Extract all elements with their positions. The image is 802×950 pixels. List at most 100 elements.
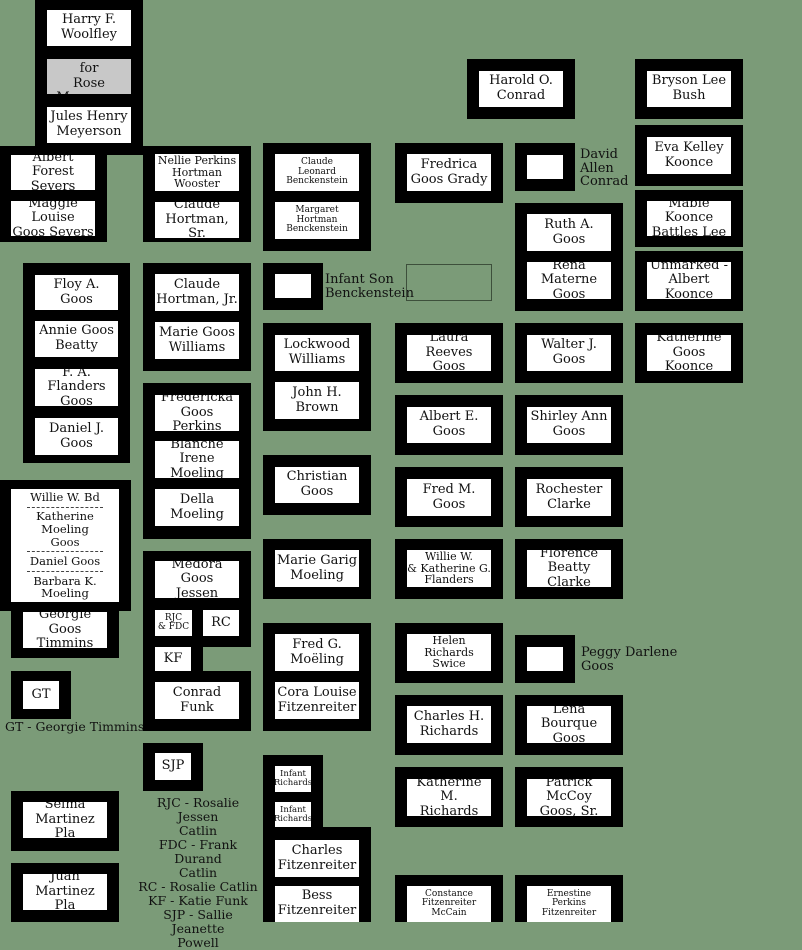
plot-walter-goos[interactable]: Walter J. Goos xyxy=(527,335,611,371)
plot-name-text: RJC & FDC xyxy=(157,612,190,632)
plot-blanche-moeling[interactable]: Blanche Irene Moeling xyxy=(155,441,239,478)
plot-kf[interactable]: KF xyxy=(155,647,191,672)
plot-bess-fitzenreiter[interactable]: Bess Fitzenreiter xyxy=(275,886,359,922)
plot-mable-koonce-battles-lee[interactable]: Mable Koonce Battles Lee xyxy=(647,201,731,236)
plot-lockwood-williams[interactable]: Lockwood Williams xyxy=(275,335,359,371)
plot-katherine-goos-koonce[interactable]: Katherine Goos Koonce xyxy=(647,335,731,371)
label-david-allen-conrad: David Allen Conrad xyxy=(580,147,629,190)
plot-name-text: Harry F. Woolfley xyxy=(61,12,117,42)
plot-name-text: Claude Hortman, Jr. xyxy=(156,276,238,307)
plot-name-text: Shirley Ann Goos xyxy=(530,409,608,439)
plot-david-conrad-blank[interactable] xyxy=(527,155,563,179)
plot-rena-materne-goos[interactable]: Rena Materne Goos xyxy=(527,262,611,299)
plot-margaret-benckenstein[interactable]: Margaret Hortman Benckenstein xyxy=(275,202,359,239)
plot-name-text: Della Moeling xyxy=(170,491,224,522)
plot-name-text: Rena Materne Goos xyxy=(540,262,598,299)
plot-claude-hortman-sr[interactable]: Claude Hortman, Sr. xyxy=(155,202,239,238)
dash-divider xyxy=(27,506,103,508)
plot-fredericka-perkins[interactable]: Fredericka Goos Perkins xyxy=(155,395,239,431)
plot-rose-meyerson-reserved[interactable]: Reserved for Rose Meyerson xyxy=(47,59,131,94)
plot-cora-fitzenreiter[interactable]: Cora Louise Fitzenreiter xyxy=(275,682,359,719)
plot-conrad-funk[interactable]: Conrad Funk xyxy=(155,682,239,719)
plot-jules-meyerson[interactable]: Jules Henry Meyerson xyxy=(47,107,131,143)
plot-juan-martinez-pla[interactable]: Juan Martinez Pla xyxy=(23,874,107,910)
plot-sjp[interactable]: SJP xyxy=(155,753,191,780)
plot-name-text: Claude Hortman, Sr. xyxy=(165,202,229,238)
plot-fred-m-goos[interactable]: Fred M. Goos xyxy=(407,479,491,516)
plot-name-text: Rochester Clarke xyxy=(535,481,603,512)
plot-name-text: Fred M. Goos xyxy=(422,481,476,512)
plot-marie-goos-williams[interactable]: Marie Goos Williams xyxy=(155,322,239,359)
plot-shirley-ann-goos[interactable]: Shirley Ann Goos xyxy=(527,407,611,443)
plot-infant-richards-1[interactable]: Infant Richards xyxy=(275,766,311,792)
plot-laura-reeves-goos[interactable]: Laura Reeves Goos xyxy=(407,335,491,371)
plot-albert-severs[interactable]: Albert Forest Severs xyxy=(11,155,95,190)
plot-name-text: Nellie Perkins Hortman Wooster xyxy=(157,154,237,191)
plot-nellie-wooster[interactable]: Nellie Perkins Hortman Wooster xyxy=(155,154,239,191)
plot-john-brown[interactable]: John H. Brown xyxy=(275,382,359,419)
plot-floy-goos[interactable]: Floy A. Goos xyxy=(35,275,118,310)
plot-name-text: Jules Henry Meyerson xyxy=(50,109,128,139)
plot-name-text: Constance Fitzenreiter McCain xyxy=(421,888,477,918)
plot-claude-hortman-jr[interactable]: Claude Hortman, Jr. xyxy=(155,274,239,311)
plot-ruth-goos[interactable]: Ruth A. Goos xyxy=(527,214,611,251)
plot-patrick-mccoy-goos[interactable]: Patrick McCoy Goos, Sr. xyxy=(527,779,611,816)
plot-fred-g-moeling[interactable]: Fred G. Moëling xyxy=(275,634,359,671)
plot-name-text: Infant Richards xyxy=(275,804,311,824)
plot-florence-beatty-clarke[interactable]: Florence Beatty Clarke xyxy=(527,550,611,587)
empty-plot-outline xyxy=(406,264,492,301)
plot-name-text: Annie Goos Beatty xyxy=(39,323,114,353)
plot-name-text: Reserved for Rose Meyerson xyxy=(56,59,121,94)
plot-woolfley[interactable]: Harry F. Woolfley xyxy=(47,10,131,46)
plot-ernestine-perkins-fitzenreiter[interactable]: Ernestine Perkins Fitzenreiter xyxy=(527,886,611,922)
dash-divider xyxy=(27,551,103,553)
plot-name-text: Floy A. Goos xyxy=(53,276,100,307)
plot-infant-richards-2[interactable]: Infant Richards xyxy=(275,802,311,828)
plot-claude-leonard-benckenstein[interactable]: Claude Leonard Benckenstein xyxy=(275,154,359,191)
plot-maggie-severs[interactable]: Maggie Louise Goos Severs xyxy=(11,201,95,236)
plot-fredrica-grady[interactable]: Fredrica Goos Grady xyxy=(407,154,491,191)
plot-flanders-goos[interactable]: F. A. Flanders Goos xyxy=(35,369,118,406)
plot-rochester-clarke[interactable]: Rochester Clarke xyxy=(527,479,611,516)
katherine-moeling-goos: Katherine Moeling Goos xyxy=(36,509,94,549)
plot-christian-goos[interactable]: Christian Goos xyxy=(275,467,359,503)
plot-unmarked-albert-koonce[interactable]: Unmarked - Albert Koonce xyxy=(647,262,731,299)
legend-funk-initials: RJC - Rosalie Jessen Catlin FDC - Frank … xyxy=(138,795,258,950)
plot-georgie-timmins[interactable]: Georgie Goos Timmins xyxy=(23,612,107,648)
plot-rjc-fdc[interactable]: RJC & FDC xyxy=(155,610,192,636)
plot-bryson-bush[interactable]: Bryson Lee Bush xyxy=(647,71,731,107)
dash-divider xyxy=(27,570,103,572)
plot-harold-conrad[interactable]: Harold O. Conrad xyxy=(479,71,563,107)
plot-willie-katherine-flanders[interactable]: Willie W. & Katherine G. Flanders xyxy=(407,550,491,587)
plot-infant-son-blank[interactable] xyxy=(275,274,311,298)
plot-helen-richards-swice[interactable]: Helen Richards Swice xyxy=(407,634,491,671)
plot-della-moeling[interactable]: Della Moeling xyxy=(155,489,239,526)
plot-name-text: Cora Louise Fitzenreiter xyxy=(277,684,357,715)
plot-constance-fitzenreiter-mccain[interactable]: Constance Fitzenreiter McCain xyxy=(407,886,491,922)
plot-name-text: Juan Martinez Pla xyxy=(35,874,95,910)
plot-annie-beatty[interactable]: Annie Goos Beatty xyxy=(35,321,118,357)
plot-name-text: Selma Martinez Pla xyxy=(35,802,95,838)
willie-bd: Willie W. Bd xyxy=(30,489,100,504)
plot-charles-fitzenreiter[interactable]: Charles Fitzenreiter xyxy=(275,840,359,877)
plot-name-text: Blanche Irene Moeling xyxy=(170,441,224,478)
plot-willie-stack[interactable]: Willie W. Bd Katherine Moeling Goos Dani… xyxy=(11,489,119,602)
plot-gt[interactable]: GT xyxy=(23,681,59,709)
plot-name-text: Laura Reeves Goos xyxy=(425,335,473,371)
plot-medora-jessen[interactable]: Medora Goos Jessen xyxy=(155,561,239,598)
plot-selma-martinez-pla[interactable]: Selma Martinez Pla xyxy=(23,802,107,838)
plot-name-text: F. A. Flanders Goos xyxy=(47,369,106,406)
plot-peggy-goos-blank[interactable] xyxy=(527,647,563,671)
plot-eva-kelley-koonce[interactable]: Eva Kelley Koonce xyxy=(647,137,731,174)
plot-katherine-m-richards[interactable]: Katherine M. Richards xyxy=(407,779,491,816)
barbara-moeling: Barbara K. Moeling xyxy=(33,573,97,601)
plot-name-text: Christian Goos xyxy=(286,469,348,499)
plot-lena-bourque-goos[interactable]: Lena Bourque Goos xyxy=(527,706,611,743)
plot-albert-e-goos[interactable]: Albert E. Goos xyxy=(407,407,491,443)
plot-name-text: Unmarked - Albert Koonce xyxy=(649,262,729,299)
plot-charles-h-richards[interactable]: Charles H. Richards xyxy=(407,706,491,743)
plot-daniel-j-goos[interactable]: Daniel J. Goos xyxy=(35,418,118,455)
plot-name-text: Bryson Lee Bush xyxy=(651,73,727,103)
plot-marie-garig-moeling[interactable]: Marie Garig Moeling xyxy=(275,550,359,587)
plot-rc[interactable]: RC xyxy=(203,610,239,636)
